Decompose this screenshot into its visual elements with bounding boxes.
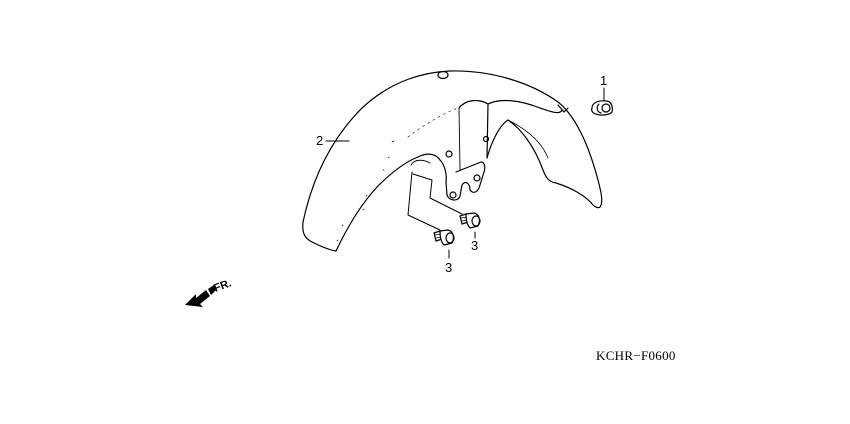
leader-lines [325, 87, 605, 259]
front-direction-arrow [185, 285, 216, 307]
callout-2: 2 [316, 133, 324, 148]
bolt-part-lower [433, 229, 455, 246]
callout-3-upper: 3 [471, 238, 479, 253]
callout-3-lower: 3 [445, 260, 453, 275]
clip-part [591, 100, 613, 116]
front-fender [302, 70, 603, 252]
diagram-code: KCHR−F0600 [596, 348, 676, 363]
bolt-part-upper [459, 212, 481, 229]
callout-1: 1 [600, 73, 608, 88]
